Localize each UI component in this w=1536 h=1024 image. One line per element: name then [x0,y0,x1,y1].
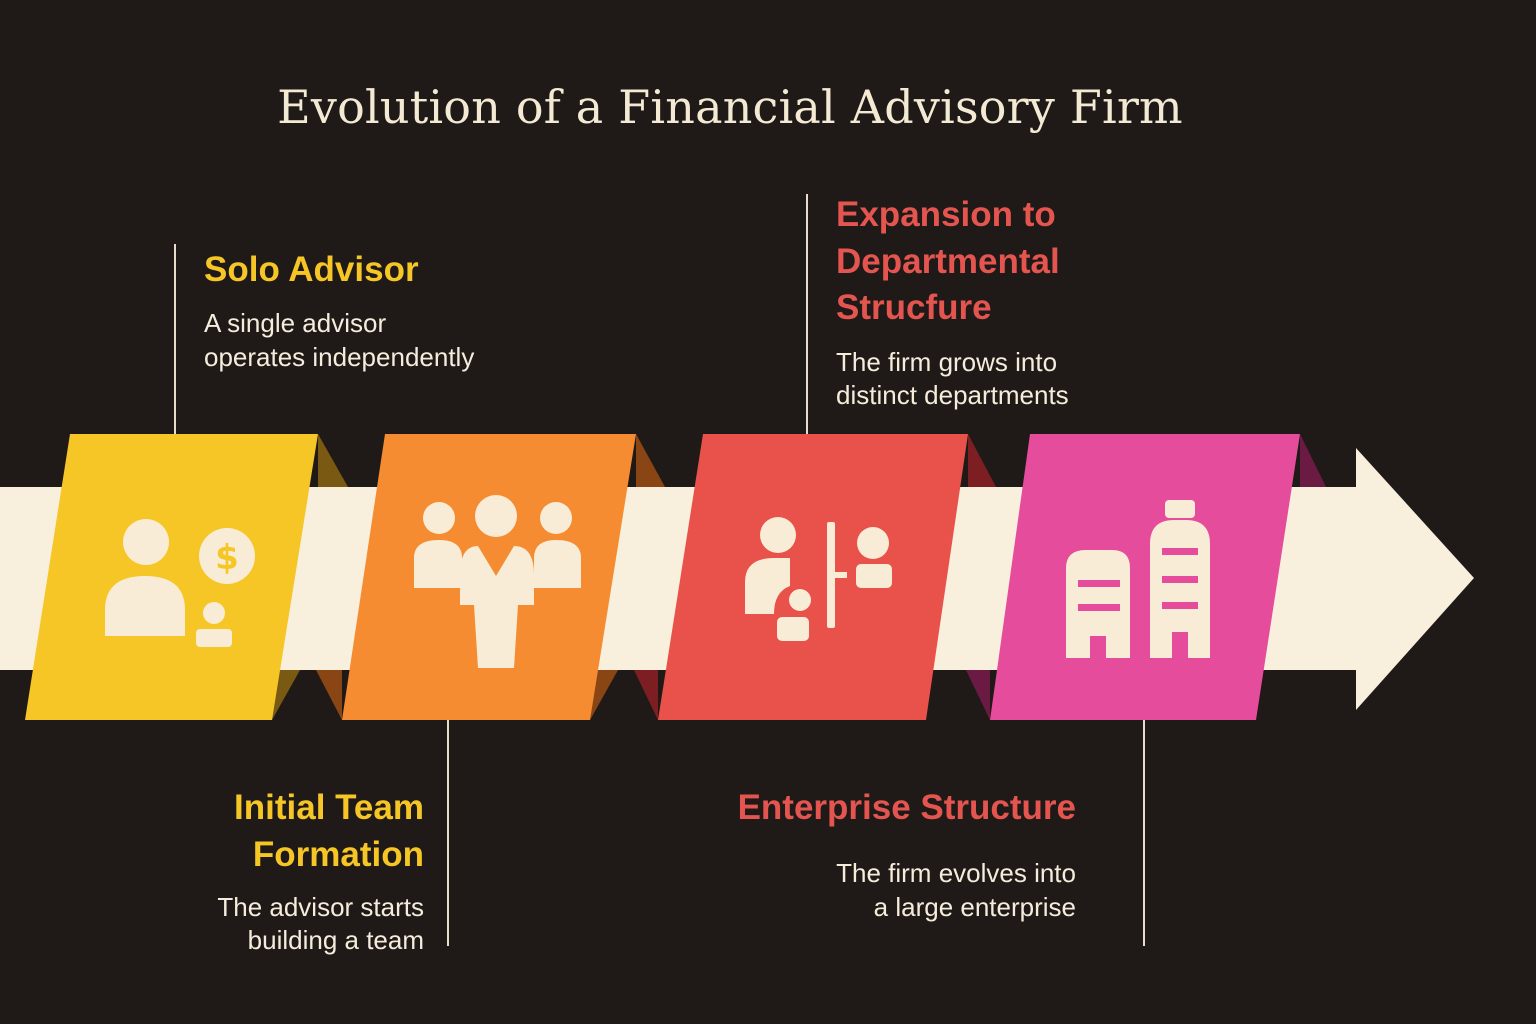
title-line: Expansion to [836,195,1056,234]
departments-people-icon [745,517,892,641]
diagram-title: Evolution of a Financial Advisory Firm [277,80,1183,134]
description-line: The advisor starts [217,891,424,922]
title-line: Formation [252,835,424,875]
description-line: A single advisor [204,308,387,339]
description-line: The firm grows into [836,346,1058,377]
description-line: a large enterprise [873,892,1076,923]
stage-block-team [316,434,665,720]
stage-block-enterprise [966,434,1326,720]
title-line: Departmental [836,241,1060,281]
stage-title: Enterprise Structure [737,788,1076,827]
stage-enterprise-text: Enterprise Structure The firm evolves in… [650,784,1076,925]
description-line: The firm evolves into [836,858,1076,889]
stage-description: The firm grows into distinct departments [836,346,1166,414]
stage-title: Expansion to Departmental Strucfure [836,192,1166,332]
stage-departments-text: Expansion to Departmental Strucfure The … [836,192,1166,413]
stage-title: Initial Team Formation [120,784,424,879]
stage-solo-text: Solo Advisor A single advisor operates i… [204,246,544,375]
stage-title: Solo Advisor [204,250,419,289]
stage-block-departments [634,434,996,720]
description-line: distinct departments [836,380,1069,411]
team-group-icon [414,495,581,668]
title-line: Initial Team [234,788,424,827]
office-buildings-icon [1066,500,1210,658]
description-line: building a team [247,925,424,956]
stage-block-solo: $ [25,434,348,720]
svg-text:$: $ [215,538,239,578]
person-with-dollar-coin-icon: $ [105,519,255,647]
title-line: Strucfure [836,288,992,328]
stage-team-text: Initial Team Formation The advisor start… [120,784,424,958]
stage-description: A single advisor operates independently [204,307,544,375]
description-line: operates independently [204,342,475,373]
stage-description: The advisor starts building a team [120,891,424,959]
stage-description: The firm evolves into a large enterprise [650,857,1076,925]
